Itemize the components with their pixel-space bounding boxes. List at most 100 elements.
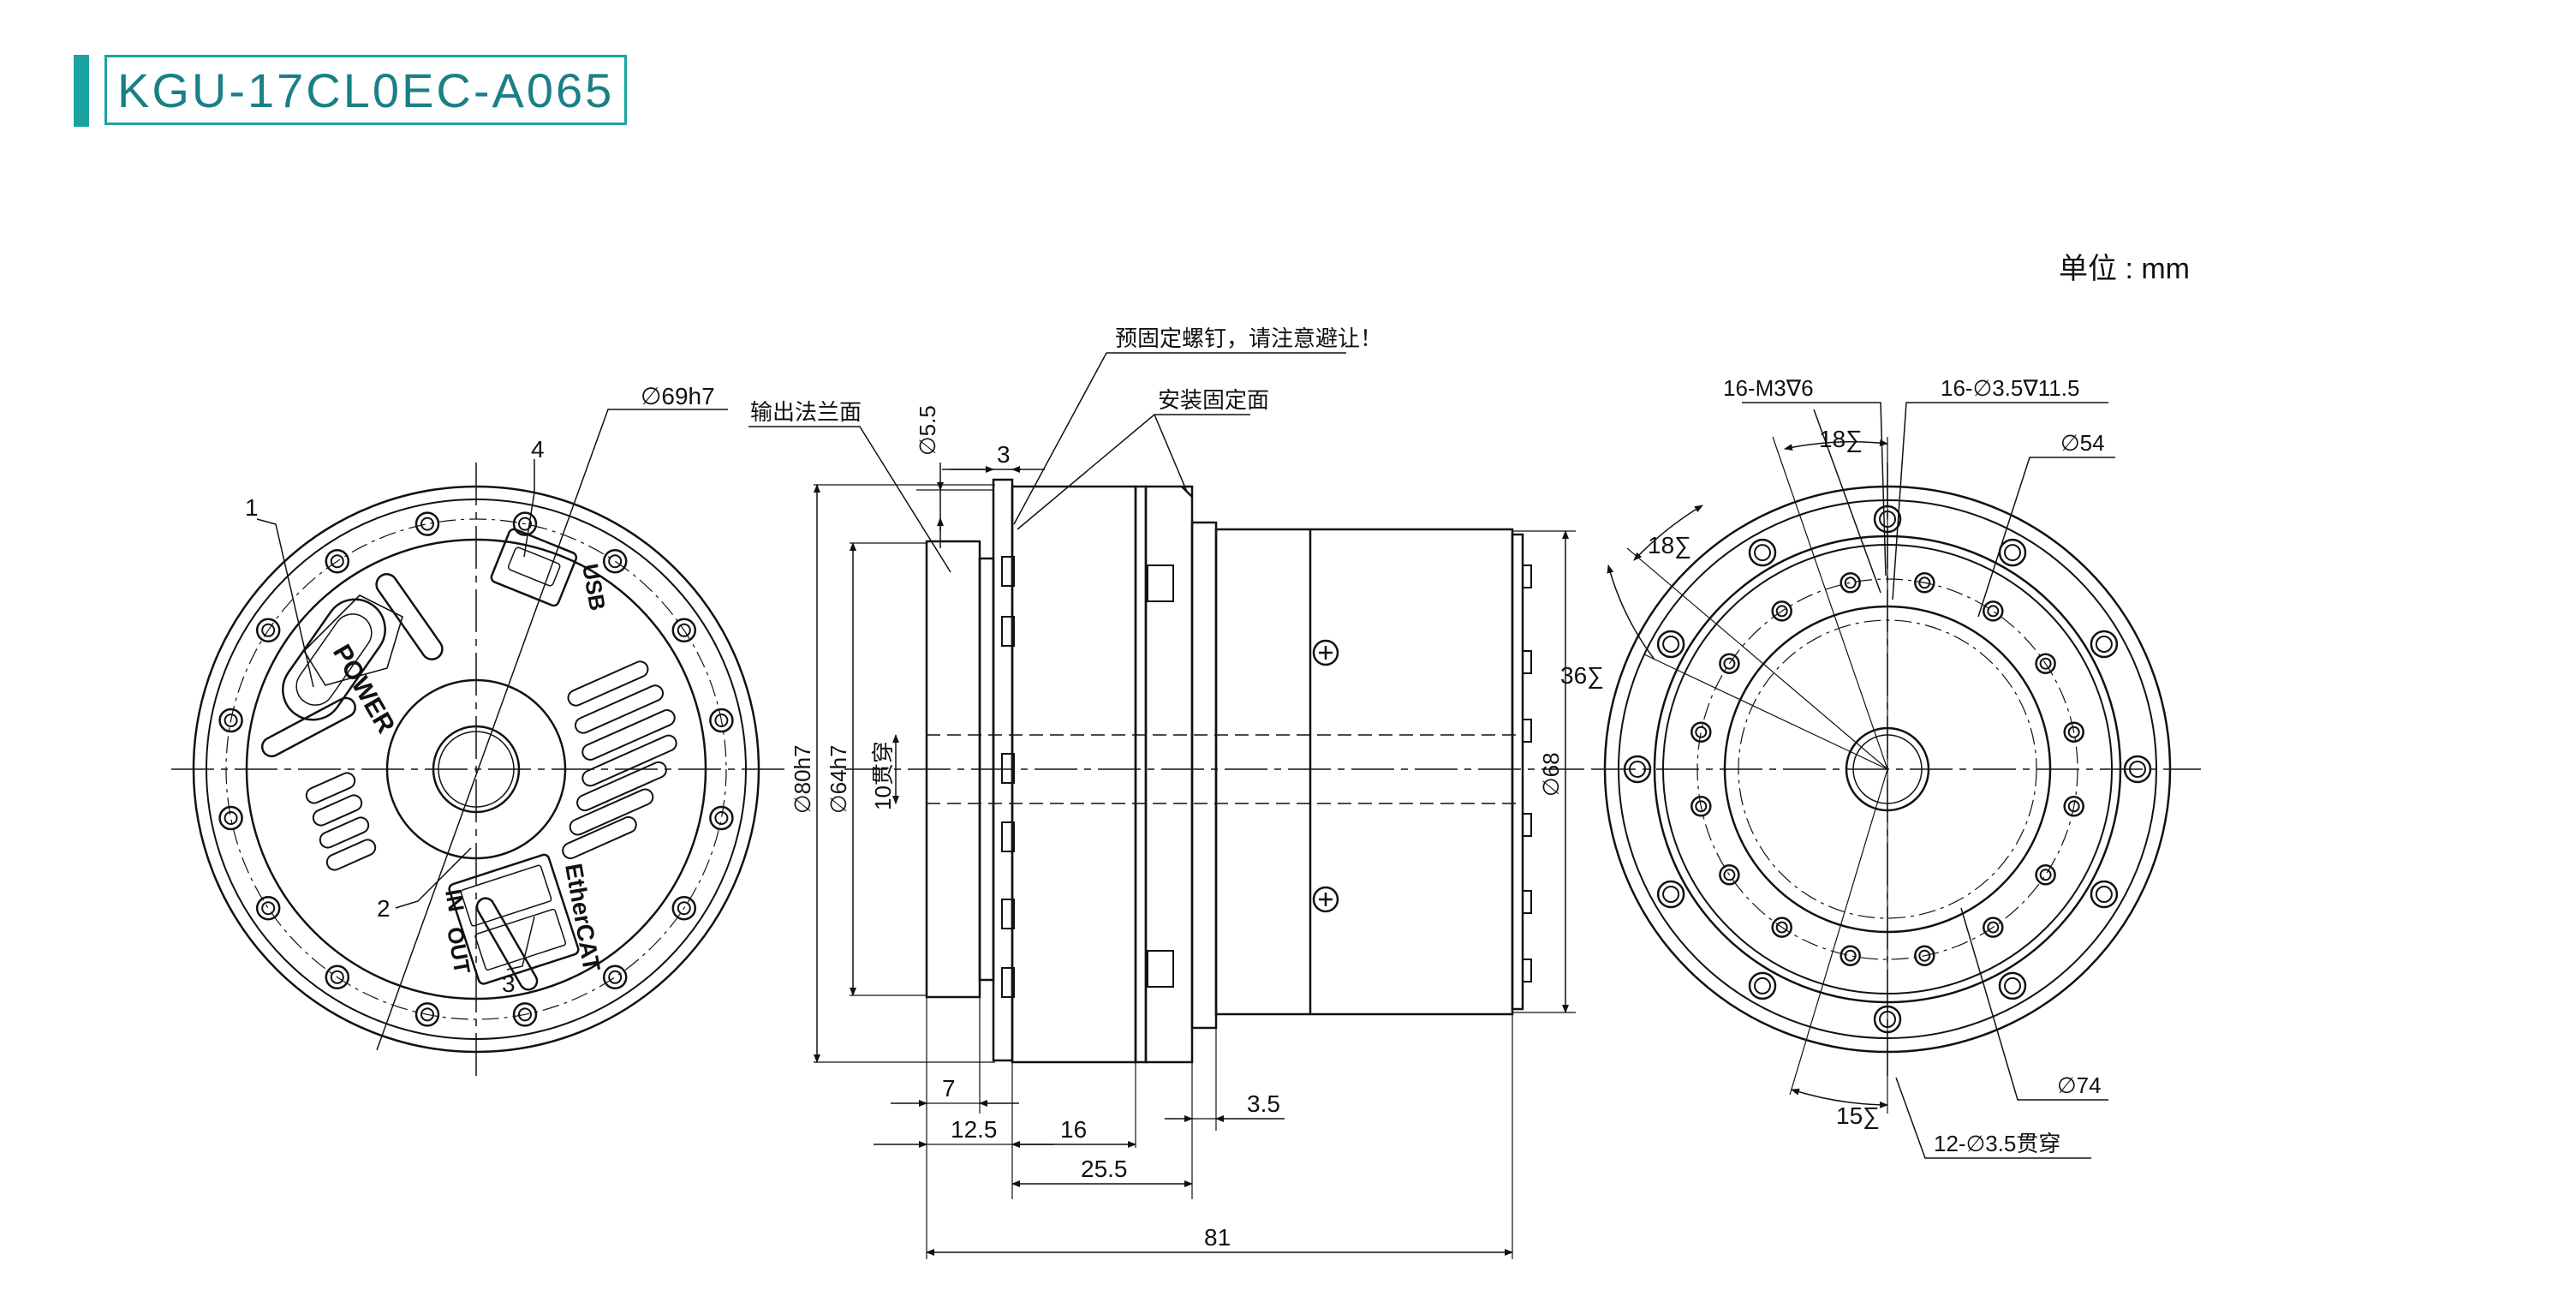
front-hub	[385, 678, 567, 860]
end-tab	[1522, 650, 1532, 674]
callout-1: 1	[245, 494, 259, 521]
leader-pre-fix	[1013, 352, 1346, 525]
callout-3: 3	[502, 971, 516, 997]
vent-slot-shape	[581, 709, 676, 761]
in-label: IN	[440, 887, 469, 914]
slot-left	[260, 696, 356, 758]
rear-mid-hole	[1914, 945, 1935, 966]
end-tab	[1522, 890, 1532, 914]
vent-slot	[569, 788, 654, 836]
front-bore-inner	[438, 731, 515, 808]
dim-25-5: 25.5	[1081, 1156, 1128, 1182]
leader-holes16	[1892, 402, 2108, 600]
end-tab	[1522, 813, 1532, 837]
title-box: KGU-17CL0EC-A065	[104, 55, 627, 125]
rear-mid-hole-inner	[1695, 726, 1708, 738]
rear-outer-bolt	[1656, 880, 1685, 909]
vent-slot-shape	[576, 761, 667, 812]
rear-mid-hole-inner	[1775, 921, 1788, 934]
screw-bottom	[1312, 886, 1339, 913]
front-bolt-inner	[224, 714, 238, 727]
front-bolt-inner	[677, 901, 691, 916]
dim-3-5: 3.5	[1247, 1090, 1280, 1117]
front-bolt-inner	[714, 714, 729, 727]
side-tab	[1001, 821, 1015, 852]
front-bolt	[325, 965, 350, 990]
front-outer-ring	[192, 485, 760, 1054]
leader-phi69	[376, 409, 728, 1051]
rear-angle-18a: 18∑	[1819, 426, 1863, 452]
vent-slot-shape	[581, 734, 677, 787]
ethercat-slot	[475, 897, 539, 991]
rear-mid-holes	[1690, 572, 2084, 966]
rear-mid-hole-inner	[1723, 869, 1736, 881]
rear-mid-hole	[1983, 600, 2004, 622]
rear-mid-hole	[1719, 653, 1740, 674]
front-bolt-inner	[420, 1007, 434, 1022]
unit-label: 单位 : mm	[2059, 253, 2190, 285]
arc-15-bottom	[1791, 1088, 1888, 1108]
rear-mid-hole-inner	[1918, 949, 1931, 962]
rear-outer-bolt	[1748, 971, 1777, 1000]
vent-slot	[325, 839, 377, 871]
dim-16: 16	[1060, 1116, 1087, 1143]
side-tab	[1001, 753, 1015, 784]
front-bolt	[414, 511, 440, 536]
title-accent-bar	[74, 55, 89, 127]
front-bolt-inner	[420, 517, 434, 531]
front-bolt-inner	[714, 811, 729, 825]
rear-mid-hole	[2035, 653, 2056, 674]
rear-outer-bolt-inner	[2004, 977, 2021, 994]
front-bolt-inner	[330, 970, 344, 984]
rear-mid-hole	[1690, 796, 1712, 817]
vent-slot-shape	[569, 788, 654, 836]
callout-2: 2	[377, 895, 391, 922]
spacer	[1134, 485, 1148, 1064]
rear-mid-hole-inner	[1695, 800, 1708, 813]
rear-holes16-label: 16-∅3.5∇11.5	[1941, 375, 2079, 401]
rear-view-labels: 16-M3∇6 16-∅3.5∇11.5 ∅54 18∑ 18∑ 36∑ 15∑…	[1560, 375, 2105, 1156]
leader-2	[395, 847, 472, 909]
ethercat-ports	[448, 853, 580, 985]
vent-slot	[574, 684, 665, 734]
motor-end-cap	[1511, 533, 1524, 1011]
vent-slot-shape	[325, 839, 377, 871]
slot-upper	[375, 573, 444, 660]
fixing-flange	[1011, 485, 1137, 1064]
front-bore	[432, 725, 521, 814]
vent-slot	[305, 772, 356, 804]
rear-mid-hole-inner	[1844, 949, 1857, 962]
side-tab-large	[1147, 950, 1174, 988]
dim-10-through: 10贯穿	[870, 741, 896, 810]
front-bolt	[671, 618, 697, 643]
dim-81: 81	[1204, 1224, 1231, 1251]
rear-mid-hole	[1840, 945, 1861, 966]
front-bolt	[709, 708, 734, 733]
rear-phi74-label: ∅74	[2057, 1072, 2102, 1098]
rear-angle-15: 15∑	[1836, 1102, 1880, 1129]
dim-5-5: ∅5.5	[915, 405, 940, 456]
leader-3	[506, 916, 535, 971]
front-bolt	[512, 511, 538, 536]
rear-mid-hole	[1983, 917, 2004, 938]
rear-mid-hole-inner	[1987, 921, 2000, 934]
usb-label: USB	[577, 562, 611, 612]
rear-view	[1593, 402, 2201, 1159]
front-bolt-inner	[261, 901, 276, 916]
vent-slot-shape	[567, 660, 649, 707]
usb-port	[490, 528, 578, 607]
side-tab	[1001, 899, 1015, 929]
rear-mid-hole-inner	[1723, 657, 1736, 670]
rear-mid-hole-inner	[2067, 800, 2080, 813]
front-bolt-inner	[608, 970, 623, 984]
vent-slot-shape	[305, 772, 356, 804]
end-tab	[1522, 564, 1532, 588]
front-bolt	[255, 618, 281, 643]
rear-mid-hole	[1771, 917, 1792, 938]
arc-18-top	[1784, 439, 1888, 451]
leader-phi54	[1977, 457, 2115, 618]
dim-12-5: 12.5	[951, 1116, 998, 1143]
callout-4: 4	[531, 436, 545, 463]
dim-phi64: ∅64h7	[826, 745, 851, 815]
rear-outer-bolt	[1748, 538, 1777, 567]
